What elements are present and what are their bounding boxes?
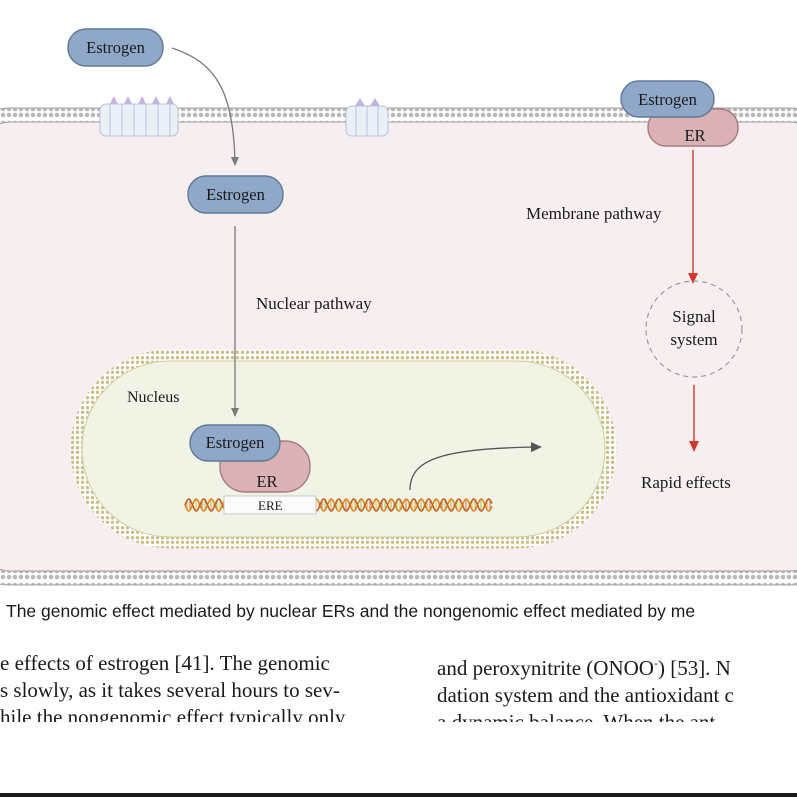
body-line-text: and peroxynitrite (ONOO bbox=[437, 656, 654, 680]
body-line-end: ) [53]. N bbox=[657, 656, 731, 680]
estrogen-outside-label: Estrogen bbox=[86, 38, 145, 57]
body-line: dation system and the antioxidant c bbox=[437, 683, 734, 707]
estrogen-nucleus bbox=[189, 424, 281, 462]
signal-system-label-line2: system bbox=[670, 330, 717, 349]
estrogen-outside bbox=[67, 28, 164, 67]
body-line: hile the nongenomic effect typically onl… bbox=[0, 705, 346, 722]
cell-membrane bbox=[0, 108, 797, 585]
membrane-pathway-label: Membrane pathway bbox=[526, 204, 662, 223]
nuclear-pathway-label: Nuclear pathway bbox=[256, 294, 372, 313]
cell-membrane-outline-outer bbox=[0, 107, 797, 586]
estrogen-cytoplasm bbox=[187, 175, 284, 214]
estrogen-membrane-label: Estrogen bbox=[638, 90, 697, 109]
nucleus bbox=[81, 360, 606, 538]
er-membrane-label: ER bbox=[684, 126, 705, 145]
er-nucleus-label: ER bbox=[256, 472, 277, 491]
body-line: e effects of estrogen [41]. The genomic bbox=[0, 651, 330, 675]
ere-box bbox=[223, 495, 317, 515]
bottom-rule bbox=[0, 793, 797, 797]
superscript-minus: - bbox=[653, 656, 658, 670]
membrane-protein-left bbox=[99, 96, 179, 137]
signal-system-circle bbox=[645, 280, 743, 378]
page-blank-area bbox=[0, 723, 797, 793]
body-line: a dynamic balance. When the ant bbox=[437, 710, 716, 722]
figure-caption: The genomic effect mediated by nuclear E… bbox=[6, 601, 696, 621]
estrogen-cytoplasm-label: Estrogen bbox=[206, 185, 265, 204]
body-text-right-column: and peroxynitrite (ONOO-) [53]. N dation… bbox=[437, 650, 797, 722]
signal-system-label-line1: Signal bbox=[672, 307, 716, 326]
transcription-arrow bbox=[409, 442, 542, 491]
body-line: s slowly, as it takes several hours to s… bbox=[0, 678, 340, 702]
estrogen-pathway-diagram: Nucleus ERE Nuclear pathway Estrogen Est… bbox=[0, 28, 797, 586]
estrogen-nucleus-label: Estrogen bbox=[206, 433, 265, 452]
ere-label: ERE bbox=[258, 498, 283, 513]
nucleus-label: Nucleus bbox=[127, 389, 179, 406]
nuclear-envelope bbox=[70, 349, 617, 549]
rapid-effects-label: Rapid effects bbox=[641, 473, 731, 492]
body-line: and peroxynitrite (ONOO-) [53]. N bbox=[437, 650, 797, 682]
estrogen-membrane bbox=[620, 80, 715, 118]
arrow-entry bbox=[171, 47, 239, 166]
membrane-protein-right bbox=[345, 98, 389, 137]
body-text-left-column: e effects of estrogen [41]. The genomic … bbox=[0, 650, 394, 722]
